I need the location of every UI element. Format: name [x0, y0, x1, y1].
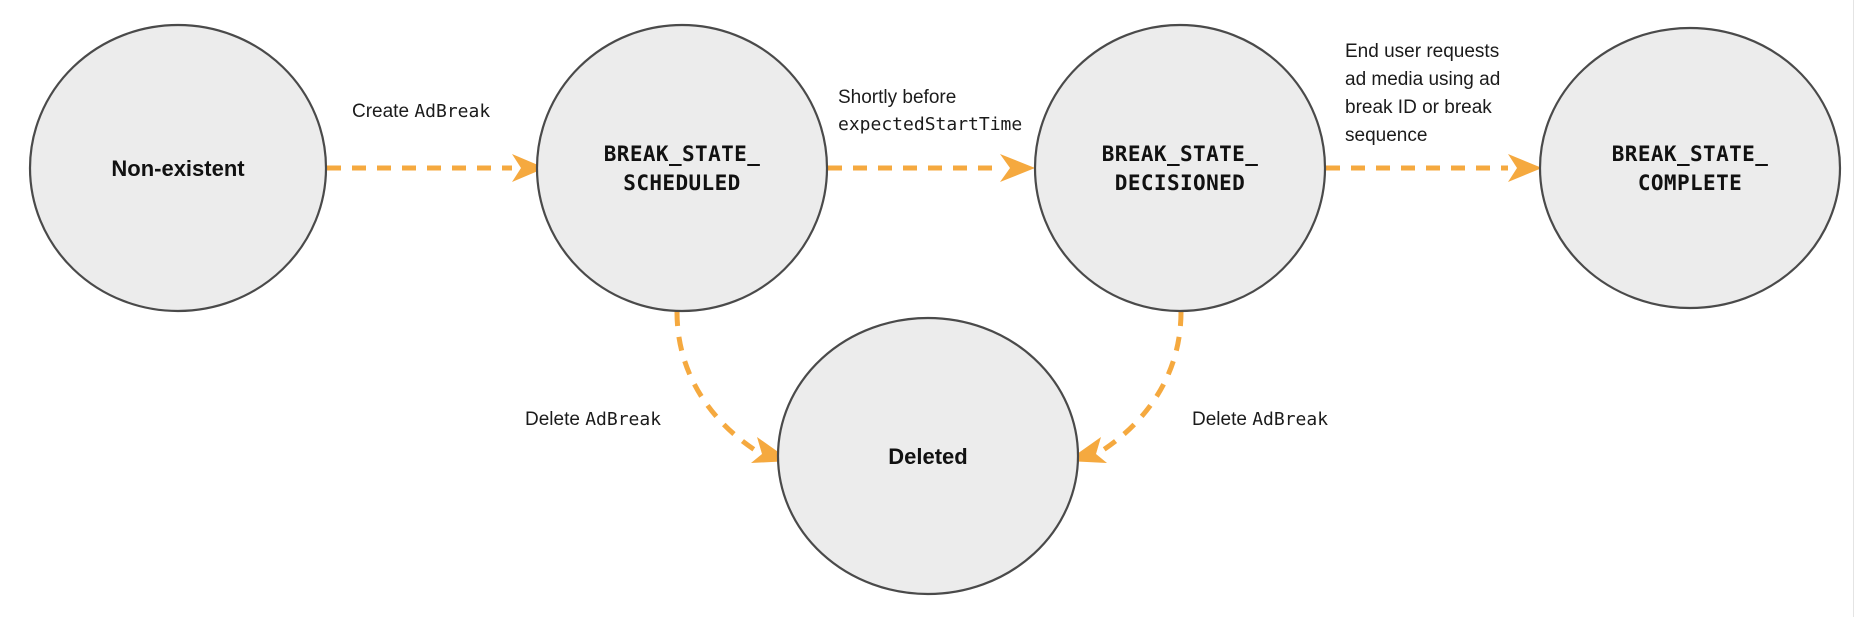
node-label-deleted: Deleted	[888, 444, 967, 469]
node-break-state-decisioned[interactable]: BREAK_STATE_ DECISIONED	[1033, 23, 1327, 313]
edge-delete-adbreak-from-scheduled: Delete AdBreak	[525, 311, 791, 463]
edge-label-delete-scheduled-sans: Delete	[525, 409, 585, 430]
edge-label-delete-from-decisioned: Delete AdBreak	[1192, 409, 1328, 430]
edge-line-delete-from-scheduled	[674, 311, 770, 461]
arrowhead-create-adbreak	[512, 154, 545, 182]
edge-label-create-adbreak-sans: Create	[352, 101, 414, 122]
node-label-break-state-complete-line1: BREAK_STATE_	[1612, 142, 1769, 166]
edge-label-delete-from-scheduled: Delete AdBreak	[525, 409, 661, 430]
node-shape-non-existent[interactable]	[28, 23, 328, 313]
page-divider	[1853, 0, 1854, 617]
edge-label-end-user-line-4: sequence	[1345, 125, 1427, 146]
arrowhead-shortly-before	[1000, 154, 1035, 182]
edge-create-adbreak: Create AdBreak	[327, 101, 545, 182]
node-label-break-state-decisioned-line2: DECISIONED	[1115, 171, 1245, 195]
node-label-break-state-scheduled-line2: SCHEDULED	[623, 171, 740, 195]
edge-label-shortly-before-top: Shortly before	[838, 87, 956, 108]
node-label-break-state-complete-line2: COMPLETE	[1638, 171, 1742, 195]
edge-label-create-adbreak: Create AdBreak	[352, 101, 490, 122]
node-deleted[interactable]: Deleted	[776, 316, 1080, 596]
node-label-break-state-scheduled-line1: BREAK_STATE_	[604, 142, 761, 166]
edge-shortly-before-expected-start-time: Shortly before expectedStartTime	[828, 87, 1035, 182]
arrowhead-end-user-requests	[1508, 154, 1542, 182]
edge-line-delete-from-decisioned	[1088, 311, 1184, 461]
edge-label-delete-scheduled-mono: AdBreak	[585, 409, 661, 430]
node-break-state-scheduled[interactable]: BREAK_STATE_ SCHEDULED	[535, 23, 829, 313]
edge-end-user-requests-ad-media: End user requests ad media using ad brea…	[1326, 41, 1542, 182]
edge-label-end-user-line-1: End user requests	[1345, 41, 1499, 62]
edge-label-delete-decisioned-sans: Delete	[1192, 409, 1252, 430]
node-shape-deleted[interactable]	[776, 316, 1080, 596]
node-label-non-existent: Non-existent	[111, 156, 245, 181]
node-non-existent[interactable]: Non-existent	[28, 23, 328, 313]
edge-label-end-user-line-2: ad media using ad	[1345, 69, 1500, 90]
node-shape-break-state-decisioned[interactable]	[1033, 23, 1327, 313]
edge-label-create-adbreak-mono: AdBreak	[414, 101, 490, 122]
node-break-state-complete[interactable]: BREAK_STATE_ COMPLETE	[1538, 26, 1842, 310]
edge-label-delete-decisioned-mono: AdBreak	[1252, 409, 1328, 430]
node-label-break-state-decisioned-line1: BREAK_STATE_	[1102, 142, 1259, 166]
edge-label-shortly-before-bottom: expectedStartTime	[838, 114, 1022, 135]
edge-label-end-user-line-3: break ID or break	[1345, 97, 1492, 118]
edge-delete-adbreak-from-decisioned: Delete AdBreak	[1067, 311, 1328, 463]
node-shape-break-state-complete[interactable]	[1538, 26, 1842, 310]
node-shape-break-state-scheduled[interactable]	[535, 23, 829, 313]
